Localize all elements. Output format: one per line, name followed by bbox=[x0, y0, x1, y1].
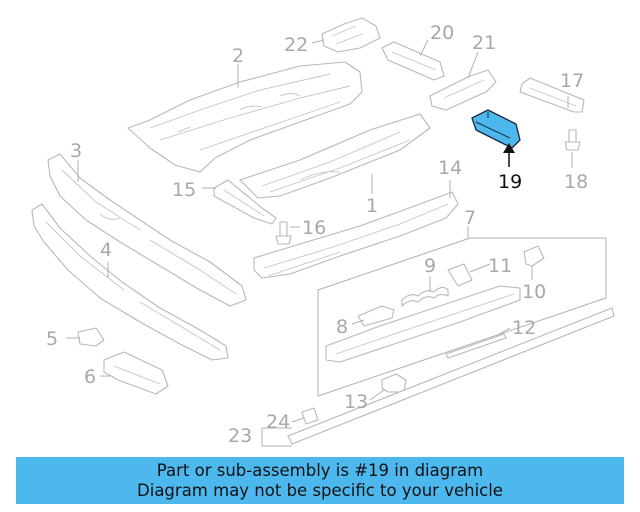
callout-11: 11 bbox=[488, 255, 512, 277]
part-1-floor-panel[interactable] bbox=[239, 113, 431, 199]
part-8-bracket[interactable] bbox=[357, 305, 395, 327]
callout-23: 23 bbox=[228, 425, 252, 447]
part-7-group-box bbox=[317, 237, 607, 397]
banner-line-2: Diagram may not be specific to your vehi… bbox=[137, 480, 503, 500]
part-20-crossmember[interactable] bbox=[381, 41, 445, 81]
callout-4: 4 bbox=[100, 239, 112, 261]
callout-1: 1 bbox=[366, 195, 378, 217]
callout-22: 22 bbox=[284, 34, 308, 56]
callout-6: 6 bbox=[84, 366, 96, 388]
callout-8: 8 bbox=[336, 316, 348, 338]
callout-2: 2 bbox=[232, 45, 244, 67]
callout-7: 7 bbox=[464, 207, 476, 229]
part-10-bracket[interactable] bbox=[523, 245, 545, 267]
part-21-reinforcement[interactable] bbox=[429, 69, 497, 111]
callout-14: 14 bbox=[438, 157, 462, 179]
callout-13: 13 bbox=[344, 391, 368, 413]
part-15-bracket[interactable] bbox=[213, 179, 277, 225]
callout-10: 10 bbox=[522, 281, 546, 303]
part-11-bracket[interactable] bbox=[447, 263, 473, 287]
part-4-lower-member[interactable] bbox=[31, 203, 229, 361]
callout-3: 3 bbox=[70, 140, 82, 162]
part-6-bracket[interactable] bbox=[103, 351, 169, 395]
parts-diagram: 2 22 20 21 17 19 18 3 15 1 14 16 7 4 9 1… bbox=[31, 17, 615, 447]
part-23-molding[interactable] bbox=[287, 307, 615, 445]
part-5-clip[interactable] bbox=[77, 327, 105, 347]
part-12-strip[interactable] bbox=[445, 333, 507, 359]
part-9-clip[interactable] bbox=[401, 286, 449, 307]
part-16-bolt[interactable] bbox=[275, 221, 292, 245]
part-22-bracket[interactable] bbox=[321, 17, 381, 53]
callout-16: 16 bbox=[302, 217, 326, 239]
callout-24: 24 bbox=[266, 411, 290, 433]
leader-lines bbox=[66, 39, 573, 447]
info-banner: Part or sub-assembly is #19 in diagram D… bbox=[16, 457, 624, 504]
callout-labels: 2 22 20 21 17 19 18 3 15 1 14 16 7 4 9 1… bbox=[46, 22, 588, 447]
callout-20: 20 bbox=[430, 22, 454, 44]
callout-18: 18 bbox=[564, 171, 588, 193]
part-2-floor-pan[interactable] bbox=[127, 61, 363, 173]
part-7-sill-panel[interactable] bbox=[325, 285, 521, 363]
part-14-side-rail[interactable] bbox=[253, 191, 459, 279]
part-18-bolt[interactable] bbox=[564, 129, 581, 151]
part-24-clip[interactable] bbox=[301, 407, 319, 425]
callout-19: 19 bbox=[498, 171, 522, 193]
callout-9: 9 bbox=[424, 255, 436, 277]
part-19-arrowhead bbox=[503, 143, 515, 153]
part-19-highlighted-bracket[interactable] bbox=[471, 109, 521, 149]
callout-15: 15 bbox=[172, 179, 196, 201]
callout-17: 17 bbox=[560, 70, 584, 92]
banner-line-1: Part or sub-assembly is #19 in diagram bbox=[156, 460, 484, 480]
callout-21: 21 bbox=[472, 32, 496, 54]
part-13-bracket[interactable] bbox=[381, 373, 407, 393]
callout-12: 12 bbox=[512, 317, 536, 339]
callout-5: 5 bbox=[46, 328, 58, 350]
part-3-side-member[interactable] bbox=[47, 153, 247, 307]
